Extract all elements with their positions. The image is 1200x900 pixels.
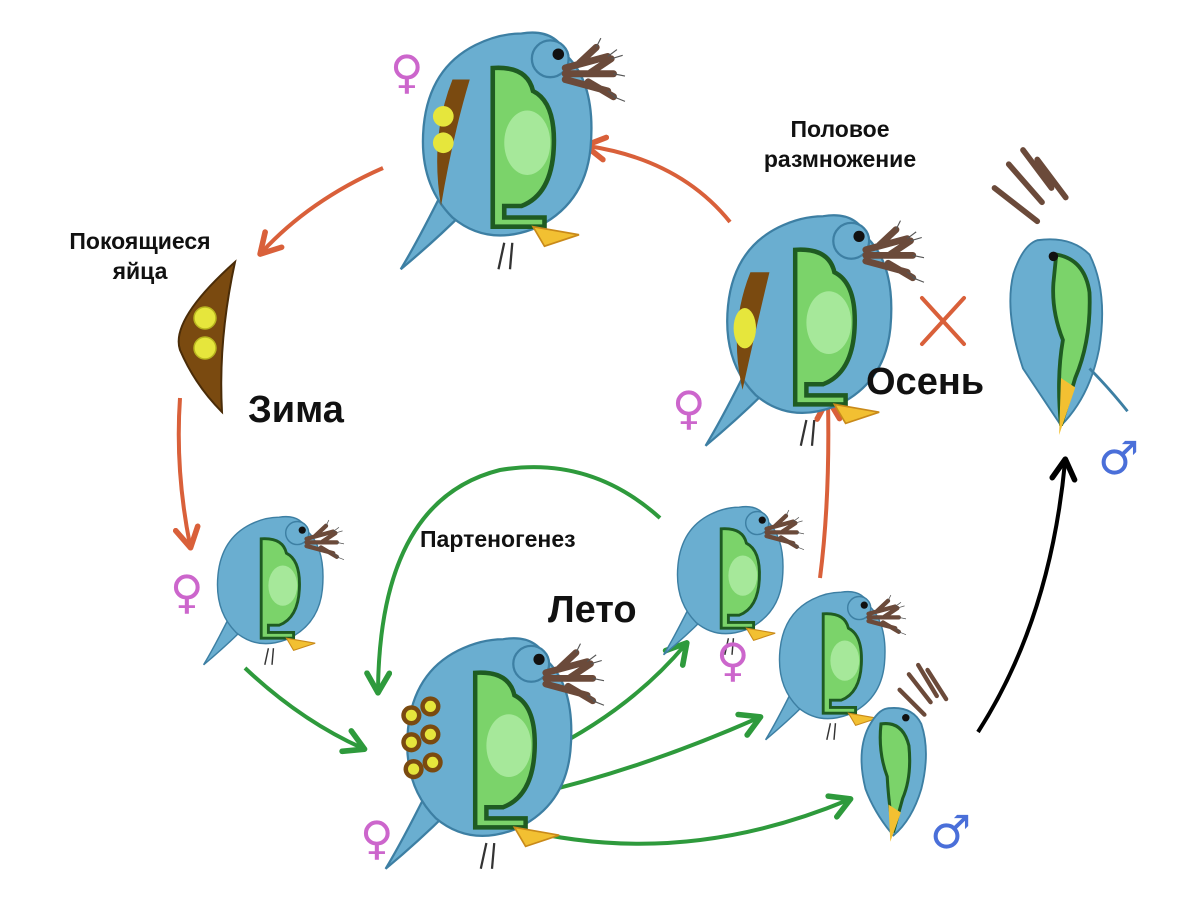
daphnia-spring-female (202, 515, 344, 667)
arrow-female-to-brood (243, 666, 368, 755)
autumn-label: Осень (866, 361, 985, 403)
female-symbol-spring: ♀ (170, 565, 204, 619)
female-symbol-summer: ♀ (716, 633, 750, 687)
arrow-brood-to-male (514, 793, 854, 846)
female-symbol-top: ♀ (390, 45, 424, 99)
arrow-autumn-female-up (582, 134, 732, 224)
daphnia-top-ephippial-female (401, 33, 625, 270)
resting-eggs-label: Покоящиеся яйца (40, 226, 240, 286)
winter-label: Зима (248, 389, 344, 431)
resting-eggs-label-line2: яйца (112, 258, 168, 284)
female-symbol-autumn: ♀ (672, 381, 706, 435)
sexual-reproduction-label-line1: Половое (790, 116, 890, 142)
resting-eggs-label-line1: Покоящиеся (69, 228, 211, 254)
sexual-reproduction-label: Половое размножение (740, 114, 940, 174)
male-symbol-juvenile: ♂ (930, 805, 971, 859)
parthenogenesis-label: Партеногенез (420, 526, 576, 552)
summer-label: Лето (548, 589, 637, 631)
male-symbol-autumn: ♂ (1098, 431, 1139, 485)
daphnia-male-juvenile (860, 662, 949, 842)
sexual-reproduction-label-line2: размножение (763, 146, 917, 172)
daphnia-male-adult (991, 147, 1129, 435)
daphnia-autumn-female (706, 215, 924, 446)
arrow-parthenogenesis-loop (364, 465, 662, 696)
daphnia-brood-female (386, 638, 604, 869)
resting-eggs-ephippium (177, 259, 237, 415)
arrow-eggs-to-female (172, 397, 201, 551)
arrow-summer-to-autumn (814, 396, 843, 579)
mating-cross-mark (920, 296, 966, 346)
female-symbol-brood: ♀ (360, 811, 394, 865)
arrow-to-resting-eggs (257, 166, 384, 257)
arrow-male-to-autumn (976, 456, 1078, 734)
